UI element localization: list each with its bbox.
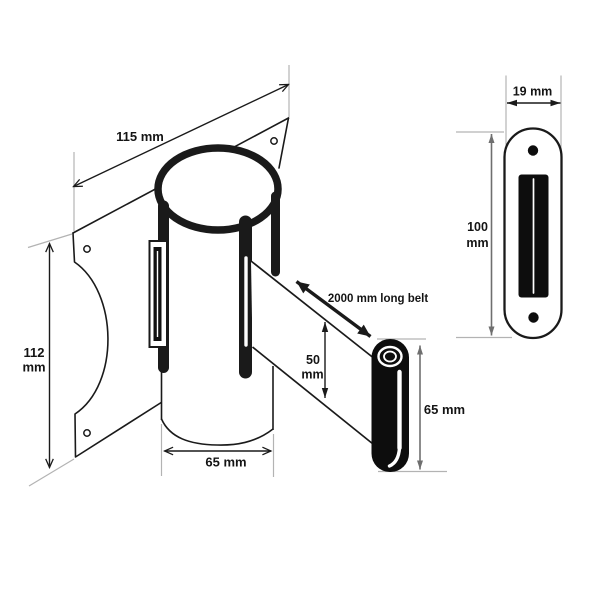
dim-plate-width: 115 mm <box>74 85 289 187</box>
plate-left-edge <box>72 232 163 458</box>
dim-end-clip-height: 65 mm <box>417 345 465 470</box>
plate-height-label-line2: mm <box>22 360 45 375</box>
belt-length-label: 2000 mm long belt <box>328 293 429 305</box>
screw-hole-top-right <box>270 137 278 145</box>
end-clip-cap-inner-ring <box>383 350 397 363</box>
belt-fill <box>251 261 373 444</box>
plate-width-label: 115 mm <box>116 129 164 144</box>
ext-plate-height-bottom <box>28 458 75 487</box>
receiver-height-label-line1: 100 <box>467 220 488 234</box>
screw-hole-top-left <box>83 245 91 253</box>
receiver-screw-hole-bottom <box>528 312 539 323</box>
plate-height-label-line1: 112 <box>24 345 45 360</box>
dim-receiver-height: 100 mm <box>466 134 495 336</box>
ext-plate-height-top <box>27 233 73 249</box>
belt-end-clip <box>371 339 409 472</box>
wall-receiver <box>503 127 563 340</box>
receiver-screw-hole-top <box>527 145 539 156</box>
end-clip-height-label: 65 mm <box>424 402 465 417</box>
belt-bottom-edge <box>251 346 374 445</box>
dim-plate-width-line <box>74 85 289 187</box>
dim-receiver-width: 19 mm <box>507 85 561 107</box>
dim-belt-length: 2000 mm long belt <box>295 280 429 338</box>
end-clip-slot-hook <box>387 446 402 468</box>
end-clip-cap-outer-ring <box>377 345 403 368</box>
belt-width-label-line2: mm <box>301 368 323 382</box>
receiver-height-label-line2: mm <box>466 236 488 250</box>
belt-width-label-line1: 50 <box>306 353 320 367</box>
spring-clip <box>148 240 168 348</box>
dim-plate-height: 112 mm <box>22 244 49 468</box>
dim-belt-width: 50 mm <box>301 322 329 398</box>
belt-length-arrow <box>295 280 372 338</box>
barrel-bottom-arc <box>160 418 274 446</box>
receiver-width-label: 19 mm <box>513 85 553 99</box>
end-clip-body <box>371 339 409 472</box>
barrel-diameter-label: 65 mm <box>205 455 246 470</box>
screw-hole-bottom-left <box>83 429 91 437</box>
dim-barrel-diameter: 65 mm <box>165 451 272 470</box>
